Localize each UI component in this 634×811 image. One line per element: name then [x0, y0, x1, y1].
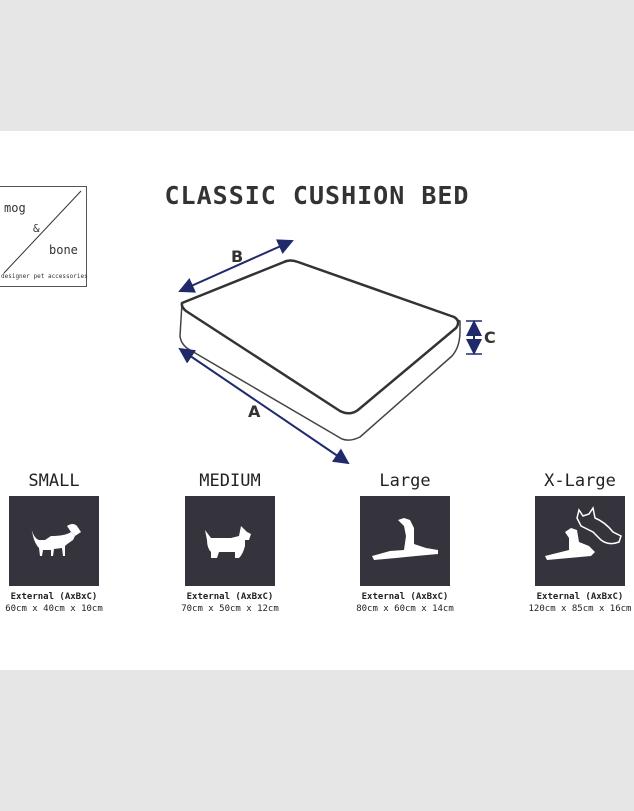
- size-name: X-Large: [544, 471, 616, 491]
- size-tile: [9, 496, 99, 586]
- dimension-b-arrow: [178, 239, 294, 293]
- dimension-a-label: A: [248, 402, 261, 421]
- size-tile: [535, 496, 625, 586]
- product-sheet: mog & bone designer pet accessories CLAS…: [0, 131, 634, 670]
- brand-ampersand: &: [33, 222, 40, 235]
- brand-word-bone: bone: [49, 243, 78, 257]
- size-dimensions: 70cm x 50cm x 12cm: [181, 604, 279, 614]
- external-label: External (AxBxC): [536, 592, 624, 602]
- brand-word-mog: mog: [4, 201, 26, 215]
- size-card-medium: MEDIUM External (AxBxC) 70cm x 50cm x 12…: [165, 471, 295, 614]
- size-tile: [185, 496, 275, 586]
- dog-and-cat-icon: [545, 506, 622, 560]
- external-label: External (AxBxC): [361, 592, 449, 602]
- size-card-x-large: X-Large External (AxBxC) 120cm x 85cm x …: [515, 471, 634, 614]
- size-name: SMALL: [28, 471, 80, 491]
- cushion-bed-outline: [179, 259, 461, 441]
- size-dimensions: 80cm x 60cm x 14cm: [356, 604, 454, 614]
- size-card-small: SMALL External (AxBxC) 60cm x 40cm x 10c…: [0, 471, 119, 614]
- size-card-large: Large External (AxBxC) 80cm x 60cm x 14c…: [340, 471, 470, 614]
- page-title: CLASSIC CUSHION BED: [164, 181, 470, 210]
- size-name: Large: [379, 471, 431, 491]
- dimension-c-label: C: [484, 328, 496, 347]
- size-dimensions: 120cm x 85cm x 16cm: [528, 604, 632, 614]
- size-dimensions: 60cm x 40cm x 10cm: [5, 604, 103, 614]
- brand-tagline: designer pet accessories: [1, 273, 88, 280]
- external-label: External (AxBxC): [10, 592, 98, 602]
- dimension-b-label: B: [231, 247, 243, 266]
- size-name: MEDIUM: [199, 471, 261, 491]
- great-dane-icon: [372, 518, 438, 560]
- brand-logo: mog & bone designer pet accessories: [0, 186, 88, 287]
- bed-dimension-diagram: B A C: [178, 239, 496, 465]
- logo-slash-icon: [3, 190, 82, 274]
- scottie-dog-icon: [205, 526, 251, 558]
- external-label: External (AxBxC): [186, 592, 274, 602]
- size-tile: [360, 496, 450, 586]
- basset-hound-icon: [31, 524, 81, 556]
- dimension-a-arrow: [178, 347, 350, 465]
